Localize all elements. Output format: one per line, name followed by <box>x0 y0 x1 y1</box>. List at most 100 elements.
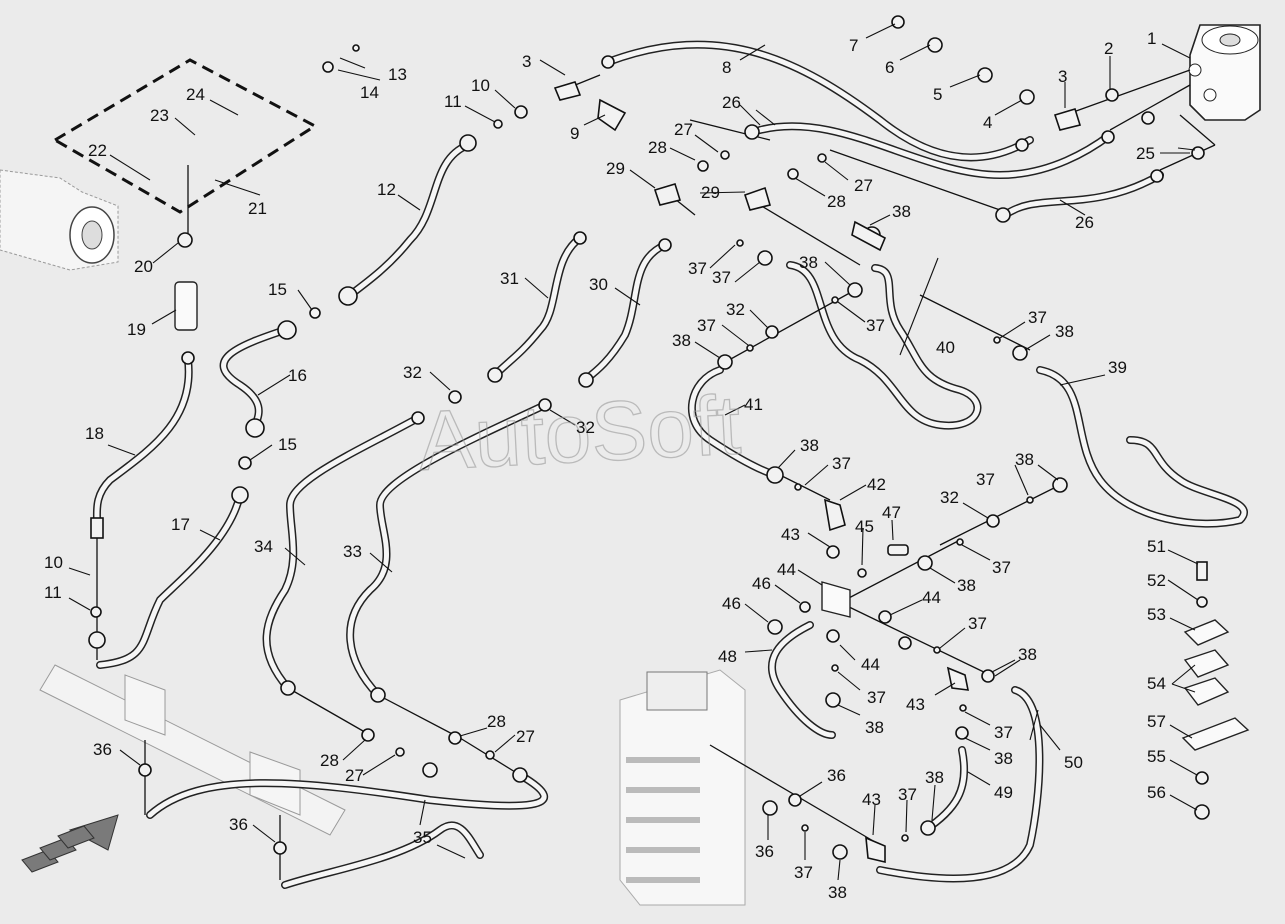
callout-label: 36 <box>229 815 248 834</box>
callout-label: 37 <box>867 688 886 707</box>
callout-label: 38 <box>892 202 911 221</box>
callout-label: 37 <box>968 614 987 633</box>
callout-label: 28 <box>827 192 846 211</box>
callout-label: 28 <box>648 138 667 157</box>
callout-label: 37 <box>976 470 995 489</box>
callout-label: 21 <box>248 199 267 218</box>
callout-label: 22 <box>88 141 107 160</box>
callout-label: 37 <box>688 259 707 278</box>
callout-label: 15 <box>268 280 287 299</box>
callout-label: 16 <box>288 366 307 385</box>
callout-label: 27 <box>674 120 693 139</box>
callout-label: 34 <box>254 537 273 556</box>
callout-label: 8 <box>722 58 731 77</box>
callout-label: 29 <box>606 159 625 178</box>
callout-label: 32 <box>940 488 959 507</box>
callout-label: 37 <box>994 723 1013 742</box>
callout-label: 29 <box>701 183 720 202</box>
callout-label: 27 <box>345 766 364 785</box>
callout-label: 10 <box>471 76 490 95</box>
callout-label: 5 <box>933 85 942 104</box>
callout-label: 11 <box>44 583 62 602</box>
callout-label: 49 <box>994 783 1013 802</box>
callout-label: 41 <box>744 395 763 414</box>
leader-lines <box>68 23 1199 881</box>
callout-label: 36 <box>93 740 112 759</box>
callout-label: 37 <box>832 454 851 473</box>
callout-label: 47 <box>882 503 901 522</box>
callout-label: 38 <box>799 253 818 272</box>
callout-label: 14 <box>360 83 379 102</box>
callout-label: 24 <box>186 85 205 104</box>
callout-label: 38 <box>1015 450 1034 469</box>
callout-label: 13 <box>388 65 407 84</box>
callout-label: 56 <box>1147 783 1166 802</box>
callout-label: 44 <box>861 655 880 674</box>
callout-label: 53 <box>1147 605 1166 624</box>
bracket-frame-outline <box>52 58 318 214</box>
callout-label: 38 <box>672 331 691 350</box>
callout-label: 36 <box>755 842 774 861</box>
callout-labels: 1 2 3 3 4 5 6 7 8 9 10 10 11 11 12 13 14… <box>44 29 1166 902</box>
callout-label: 38 <box>1018 645 1037 664</box>
callout-label: 37 <box>794 863 813 882</box>
callout-label: 1 <box>1147 29 1156 48</box>
callout-label: 27 <box>516 727 535 746</box>
callout-label: 37 <box>898 785 917 804</box>
callout-label: 19 <box>127 320 146 339</box>
callout-label: 6 <box>885 58 894 77</box>
callout-label: 37 <box>866 316 885 335</box>
callout-label: 38 <box>1055 322 1074 341</box>
callout-label: 30 <box>589 275 608 294</box>
callout-label: 17 <box>171 515 190 534</box>
callout-label: 2 <box>1104 39 1113 58</box>
callout-label: 43 <box>862 790 881 809</box>
callout-label: 32 <box>726 300 745 319</box>
pump-illustration <box>0 169 119 271</box>
callout-label: 26 <box>1075 213 1094 232</box>
callout-label: 4 <box>983 113 992 132</box>
fittings <box>21 15 1250 873</box>
pipe-runs <box>96 69 1216 880</box>
hose-lines <box>92 40 1248 889</box>
callout-label: 38 <box>800 436 819 455</box>
callout-label: 46 <box>722 594 741 613</box>
callout-label: 57 <box>1147 712 1166 731</box>
callout-label: 31 <box>500 269 519 288</box>
callout-label: 36 <box>827 766 846 785</box>
callout-label: 12 <box>377 180 396 199</box>
callout-label: 3 <box>522 52 531 71</box>
callout-label: 51 <box>1147 537 1166 556</box>
callout-label: 32 <box>403 363 422 382</box>
callout-label: 37 <box>697 316 716 335</box>
callout-label: 43 <box>781 525 800 544</box>
boom-cylinder-illustration <box>39 664 346 836</box>
callout-label: 25 <box>1136 144 1155 163</box>
callout-label: 37 <box>992 558 1011 577</box>
callout-label: 37 <box>712 268 731 287</box>
callout-label: 10 <box>44 553 63 572</box>
callout-label: 35 <box>413 828 432 847</box>
control-valve-illustration <box>619 669 746 906</box>
callout-label: 27 <box>854 176 873 195</box>
callout-label: 48 <box>718 647 737 666</box>
callout-label: 50 <box>1064 753 1083 772</box>
callout-label: 55 <box>1147 747 1166 766</box>
watermark: AutoSoft <box>416 377 743 488</box>
callout-label: 44 <box>777 560 796 579</box>
steering-unit-illustration <box>1188 24 1261 121</box>
callout-label: 44 <box>922 588 941 607</box>
callout-label: 52 <box>1147 571 1166 590</box>
callout-label: 38 <box>865 718 884 737</box>
callout-label: 28 <box>320 751 339 770</box>
callout-label: 46 <box>752 574 771 593</box>
callout-label: 38 <box>925 768 944 787</box>
callout-label: 38 <box>957 576 976 595</box>
callout-label: 40 <box>936 338 955 357</box>
callout-label: 32 <box>576 418 595 437</box>
callout-label: 39 <box>1108 358 1127 377</box>
callout-label: 18 <box>85 424 104 443</box>
callout-label: 11 <box>444 92 462 111</box>
